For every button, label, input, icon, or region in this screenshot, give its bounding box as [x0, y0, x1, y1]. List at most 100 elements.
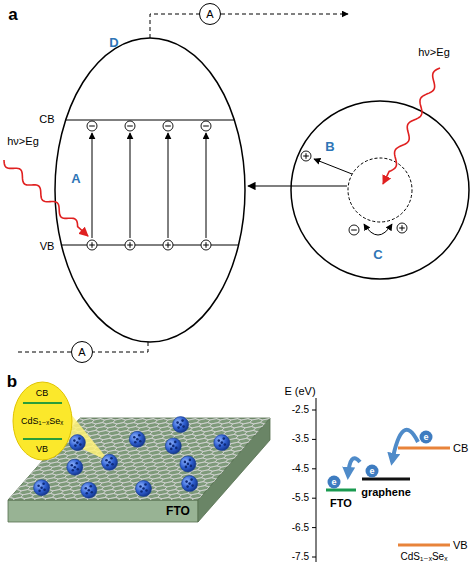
- light-wave: [4, 160, 88, 236]
- dot-grain: [175, 447, 178, 450]
- cb-level: [398, 447, 450, 450]
- dot-grain: [72, 469, 75, 472]
- dot-grain: [86, 492, 89, 495]
- dot-grain: [105, 459, 108, 462]
- dot-sphere: [69, 435, 85, 451]
- excitation-arrow: [168, 133, 169, 238]
- circuit-wire: [221, 14, 348, 15]
- circuit-wire: [93, 342, 148, 352]
- excitation-arrows: [92, 133, 206, 238]
- dot-sphere: [102, 454, 118, 470]
- hole-symbol: [87, 240, 97, 250]
- quantum-dot: [102, 454, 118, 470]
- level-label: FTO: [330, 498, 352, 509]
- dot-grain: [169, 443, 172, 446]
- excitation-arrow: [206, 133, 207, 238]
- electron-symbol: [87, 121, 97, 131]
- material-label: CdS₁₋ₓSeₓ: [21, 417, 63, 426]
- charge-circle: [201, 240, 211, 250]
- hole-symbol: [301, 151, 311, 161]
- hole-symbol: [125, 240, 135, 250]
- meter-symbol: A: [206, 9, 213, 20]
- dot-grain: [139, 485, 142, 488]
- charge-bar: [203, 126, 209, 127]
- axis-tick: [312, 468, 316, 469]
- dot-grain: [77, 468, 80, 471]
- tick-label: -2.5: [292, 405, 309, 415]
- dot-sphere: [180, 456, 196, 472]
- step-letter: B: [325, 140, 334, 153]
- semiconductor-ellipse: [55, 38, 245, 342]
- axis-title: E (eV): [284, 386, 315, 397]
- quantum-dot: [180, 456, 196, 472]
- dot-grain: [181, 419, 184, 422]
- quantum-dot: [81, 482, 97, 498]
- charge-bar: [165, 126, 171, 127]
- dot-grain: [219, 444, 222, 447]
- axis-tick: [312, 557, 316, 558]
- quantum-dot: [165, 438, 181, 454]
- tick-label: -6.5: [292, 523, 309, 533]
- charge-bar: [130, 242, 131, 248]
- charge-symbols: [87, 121, 407, 250]
- electron-symbol: e: [331, 478, 336, 487]
- charge-bar: [127, 126, 133, 127]
- quantum-dot: [69, 435, 85, 451]
- tick-label: -4.5: [292, 464, 309, 474]
- dot-sphere: [67, 459, 83, 475]
- dot-grain: [187, 463, 190, 466]
- electron-symbol: e: [369, 467, 374, 476]
- dot-grain: [170, 448, 173, 451]
- ammeter-circle: A: [199, 3, 221, 25]
- dot-sphere: [165, 438, 181, 454]
- electron-symbol: e: [423, 433, 428, 442]
- quantum-dot: [182, 476, 198, 492]
- light-wave: [383, 68, 440, 184]
- dot-grain: [88, 489, 91, 492]
- dot-grain: [185, 480, 188, 483]
- energy-axis: [316, 398, 317, 562]
- band-edge-line: [22, 402, 61, 404]
- step-letter: A: [71, 172, 80, 185]
- dot-grain: [221, 441, 224, 444]
- hole-symbol: [163, 240, 173, 250]
- dot-grain: [145, 489, 148, 492]
- dot-grain: [144, 483, 147, 486]
- dot-grain: [140, 490, 143, 493]
- charge-circle: [87, 121, 97, 131]
- dot-grain: [42, 482, 45, 485]
- dot-grain: [37, 484, 40, 487]
- electron-symbol: [349, 225, 359, 235]
- charge-circle: [201, 121, 211, 131]
- dot-sphere: [173, 417, 189, 433]
- dot-grain: [177, 426, 180, 429]
- vb-level: [398, 544, 450, 547]
- band-label: CB: [39, 114, 54, 125]
- light-waves: [4, 68, 440, 236]
- dot-grain: [91, 491, 94, 494]
- charge-circle: [301, 151, 311, 161]
- axis-ticks: [312, 410, 316, 557]
- band-ellipse-fill: [13, 382, 72, 460]
- quantum-dot: [67, 459, 83, 475]
- circuit-wire: [150, 14, 199, 38]
- dot-grain: [185, 466, 188, 469]
- axis-tick: [312, 498, 316, 499]
- electron-transfer-arrow: [392, 430, 418, 462]
- band-edge-line: [22, 438, 61, 440]
- material-label: CdS₁₋ₓSeₓ: [401, 552, 448, 562]
- level-label: graphene: [361, 487, 411, 498]
- dot-grain: [186, 485, 189, 488]
- band-label: VB: [36, 445, 48, 454]
- charge-circle: [397, 223, 407, 233]
- quantum-dot: [173, 417, 189, 433]
- fto-level: [326, 489, 356, 492]
- dot-grain: [189, 459, 192, 462]
- charge-circle: [163, 240, 173, 250]
- dot-grain: [110, 457, 113, 460]
- dot-sphere: [129, 431, 145, 447]
- dot-grain: [179, 423, 182, 426]
- level-label: VB: [453, 540, 468, 551]
- band-label: VB: [40, 241, 55, 252]
- electron-dot: [420, 431, 433, 444]
